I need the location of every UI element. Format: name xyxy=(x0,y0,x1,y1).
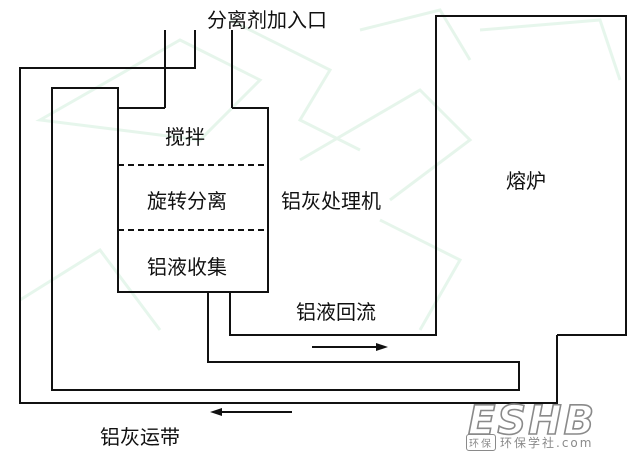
arrow-left-icon xyxy=(210,408,292,416)
label-stir: 搅拌 xyxy=(165,125,205,149)
label-separator-inlet: 分离剂加入口 xyxy=(207,8,327,32)
inner-loop-line xyxy=(51,87,520,391)
label-rotary-separation: 旋转分离 xyxy=(147,189,227,213)
watermark-badge: 环保 xyxy=(466,434,496,451)
watermark-site: 环保环保学社.com xyxy=(466,434,593,451)
watermark-site-text: 环保学社.com xyxy=(500,436,594,450)
label-ash-conveyor: 铝灰运带 xyxy=(100,425,180,449)
diagram-lines xyxy=(19,15,627,404)
machine-body xyxy=(117,107,269,293)
arrow-right-icon xyxy=(312,343,388,351)
label-aluminum-reflux: 铝液回流 xyxy=(296,300,376,324)
watermark-logo: ESHB xyxy=(467,397,597,445)
background-pattern xyxy=(19,8,622,331)
label-ash-processor: 铝灰处理机 xyxy=(281,189,381,213)
furnace-outline xyxy=(229,15,627,336)
outer-loop-line xyxy=(19,30,558,404)
label-furnace: 熔炉 xyxy=(506,169,546,193)
label-aluminum-collection: 铝液收集 xyxy=(147,255,227,279)
